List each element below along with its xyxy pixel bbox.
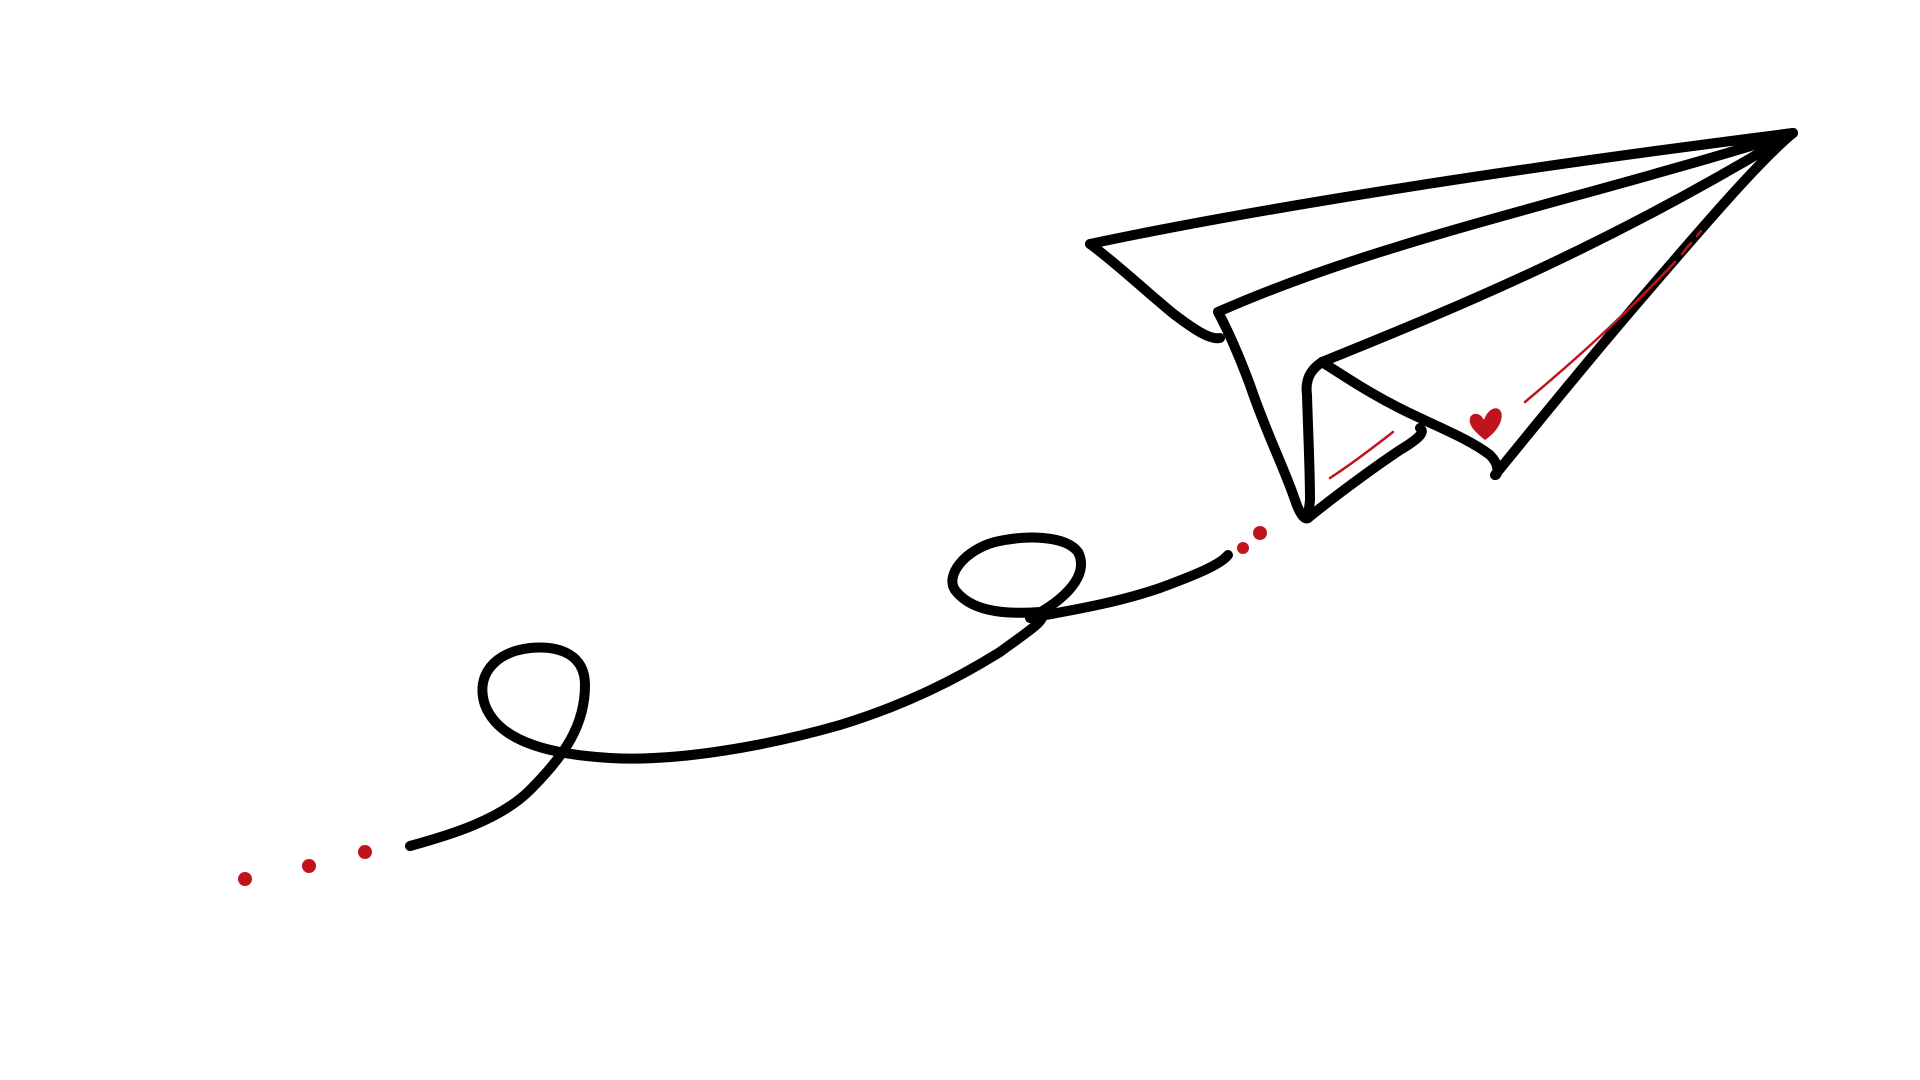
trail-dot bbox=[1237, 542, 1249, 554]
plane-underside bbox=[1303, 423, 1427, 523]
accent-stroke bbox=[1680, 241, 1693, 256]
dot-trail-start bbox=[238, 845, 372, 886]
plane-right-edge bbox=[1490, 128, 1798, 480]
loop-trail bbox=[405, 532, 1233, 851]
accent-stroke bbox=[1328, 430, 1395, 480]
paper-plane bbox=[1085, 128, 1798, 524]
accent-stroke bbox=[1523, 260, 1677, 404]
accent-stroke bbox=[1695, 229, 1703, 238]
plane-left-tail bbox=[1085, 239, 1225, 344]
heart-icon bbox=[1469, 408, 1502, 440]
dot-trail-end bbox=[1237, 526, 1267, 554]
plane-lower-fold bbox=[1317, 128, 1798, 367]
plane-top-edge bbox=[1085, 128, 1798, 249]
plane-keel bbox=[1213, 307, 1313, 524]
trail-dot bbox=[358, 845, 372, 859]
plane-upper-fold bbox=[1213, 128, 1798, 317]
trail-dot bbox=[302, 859, 316, 873]
trail-dot bbox=[1253, 526, 1267, 540]
trail-dot bbox=[238, 872, 252, 886]
plane-lower-wing-left bbox=[1301, 357, 1327, 523]
